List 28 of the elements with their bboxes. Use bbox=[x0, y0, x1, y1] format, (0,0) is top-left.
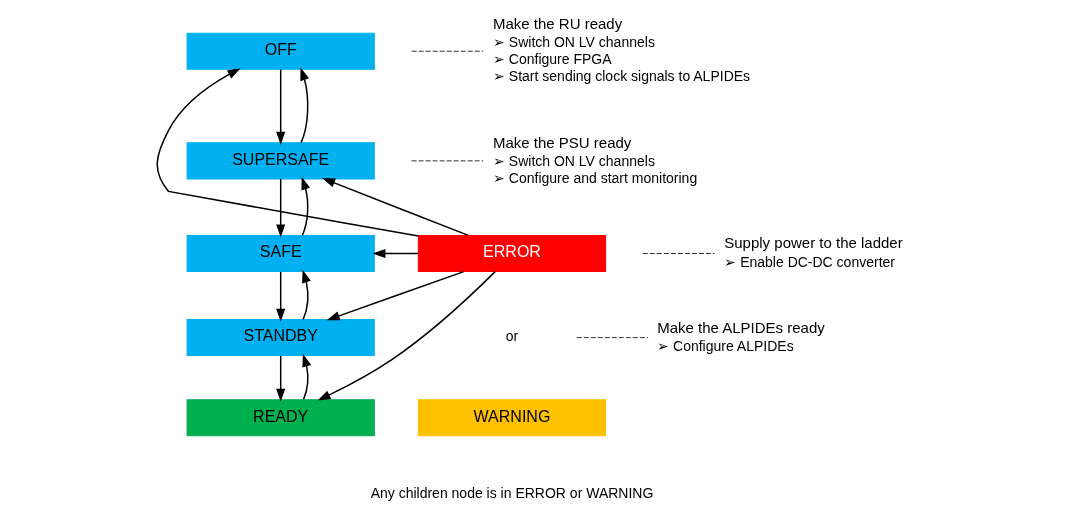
label: Any children node is in ERROR or WARNING bbox=[370, 484, 653, 501]
arrow bbox=[156, 68, 419, 237]
arrow bbox=[299, 67, 309, 144]
node-box: OFF bbox=[186, 32, 375, 70]
node-box: SAFE bbox=[186, 234, 375, 272]
arrow bbox=[301, 269, 311, 321]
connector bbox=[641, 253, 715, 254]
node-box: SUPERSAFE bbox=[186, 142, 375, 180]
node-text: Make the ALPIDEs ready ➢ Configure ALPIDEs bbox=[656, 318, 825, 354]
arrow bbox=[300, 176, 310, 236]
arrow bbox=[301, 353, 311, 401]
arrow bbox=[275, 271, 285, 322]
node-text: Make the PSU ready ➢ Switch ON LV channels ➢ Configure and start monitoring bbox=[492, 133, 697, 187]
arrow bbox=[317, 270, 496, 401]
arrow bbox=[371, 248, 419, 259]
node-box: ERROR bbox=[417, 234, 606, 272]
node-box: STANDBY bbox=[186, 319, 375, 357]
arrow bbox=[275, 178, 285, 238]
arrow bbox=[326, 270, 465, 321]
node-box: WARNING bbox=[417, 399, 606, 437]
label: or bbox=[505, 328, 518, 345]
node-text: Supply power to the ladder ➢ Enable DC-DC converter bbox=[723, 234, 903, 270]
node-box: READY bbox=[186, 399, 375, 437]
node-text: Make the RU ready ➢ Switch ON LV channels ➢ Configure FPGA ➢ Start sending clock signals to ALPIDEs bbox=[492, 15, 750, 85]
connector bbox=[575, 337, 648, 338]
arrow bbox=[275, 68, 285, 145]
arrow bbox=[321, 178, 469, 237]
arrow bbox=[275, 355, 285, 402]
